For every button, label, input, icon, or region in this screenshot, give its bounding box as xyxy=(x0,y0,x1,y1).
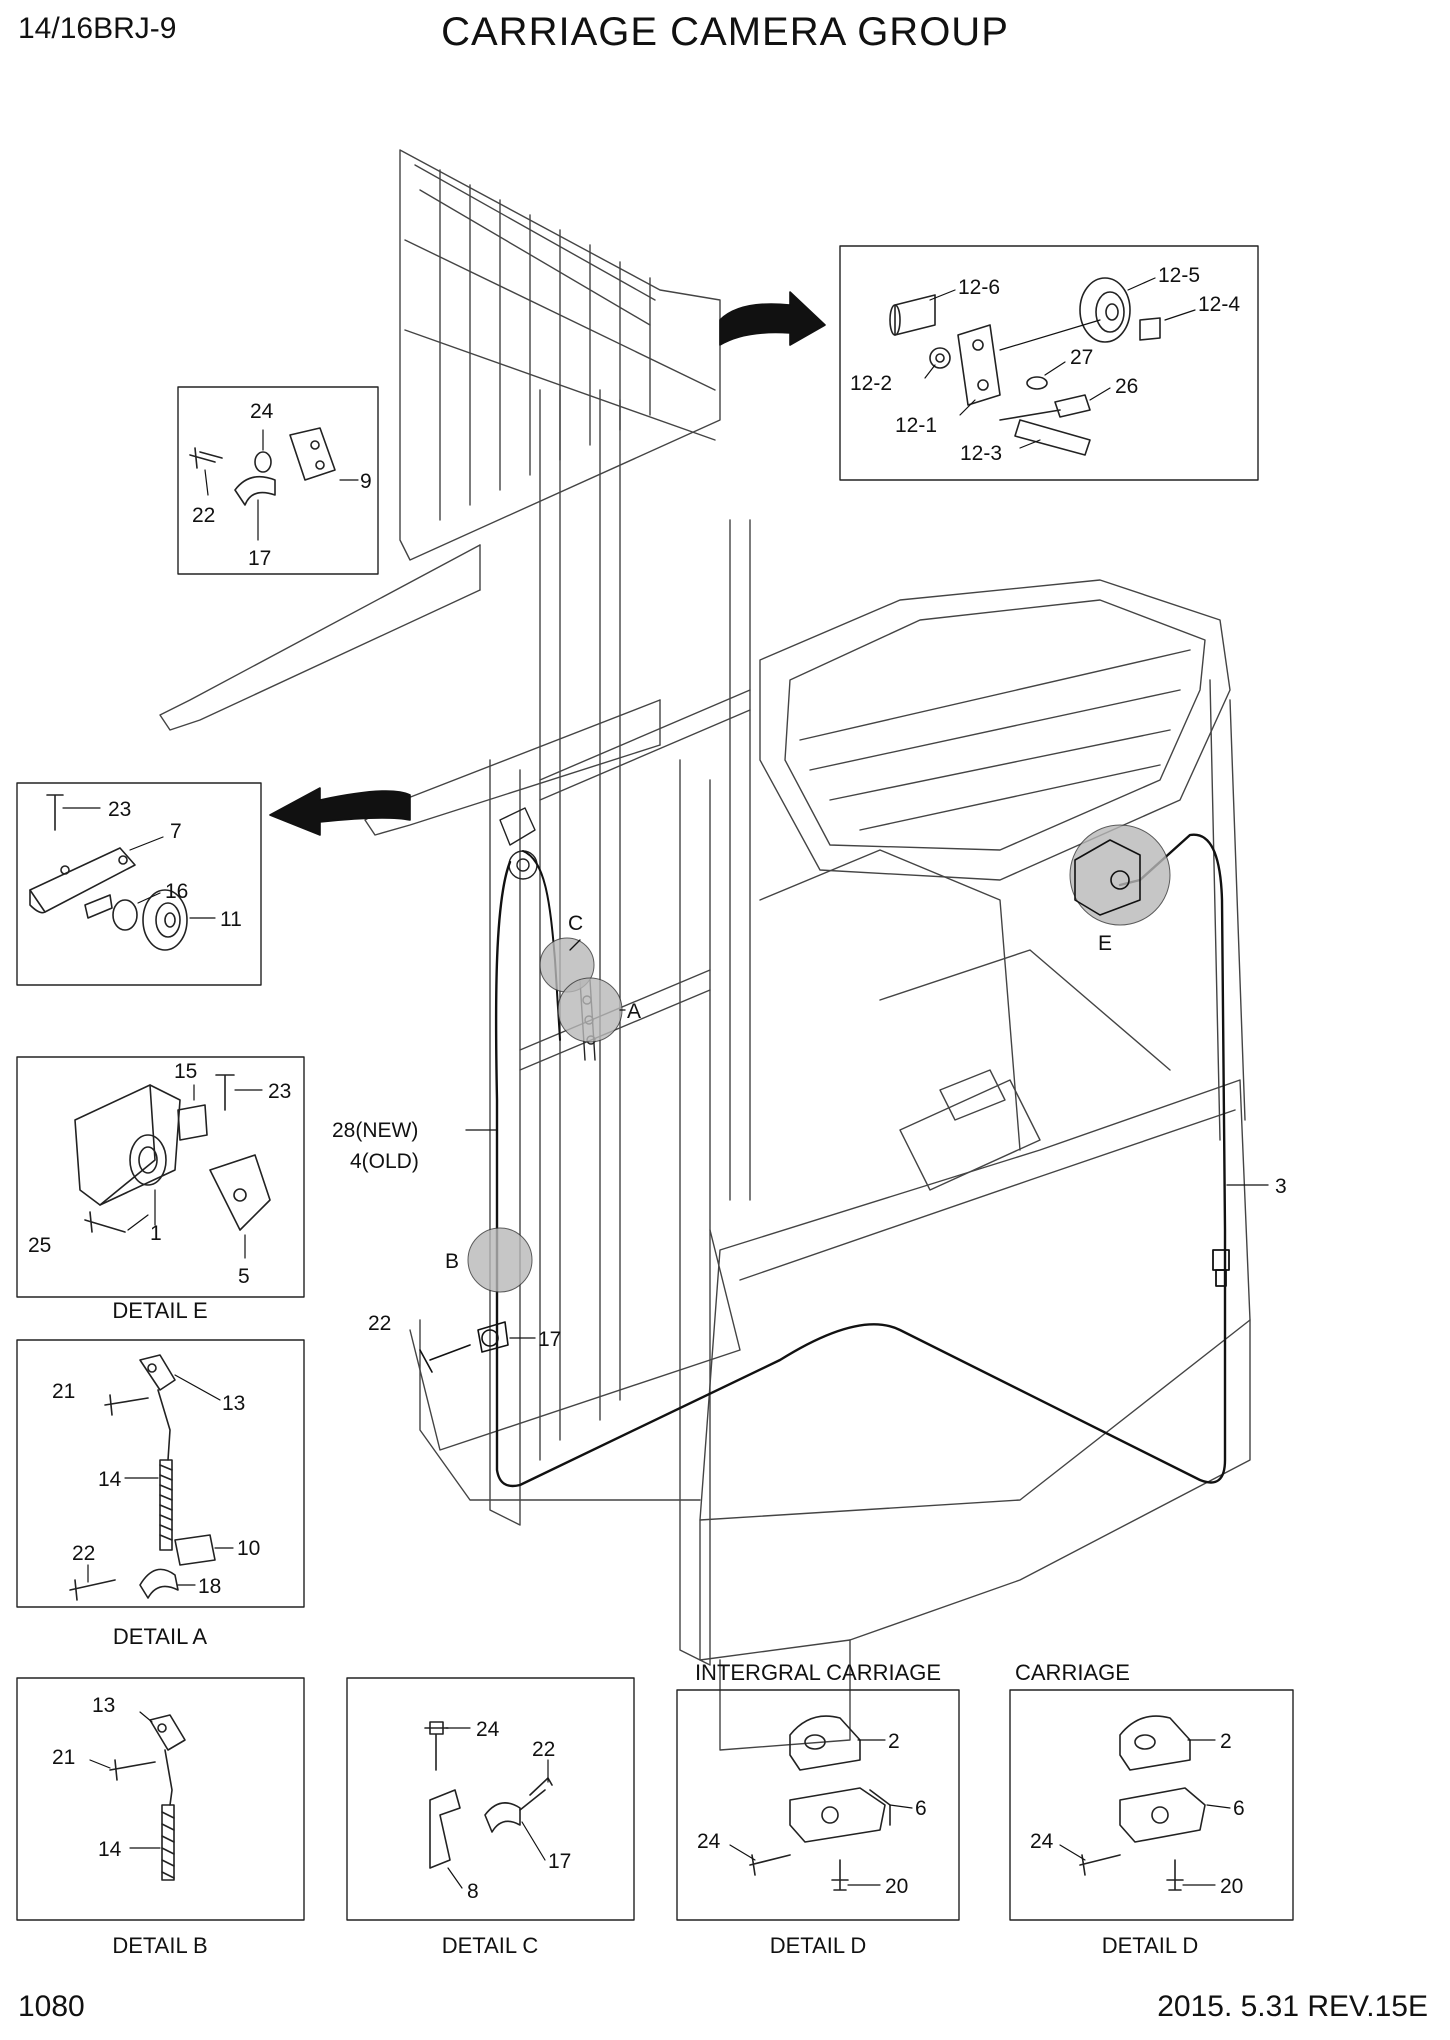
callout-5: 5 xyxy=(238,1265,250,1288)
callout-21: 21 xyxy=(52,1380,75,1403)
caption-detail-c: DETAIL C xyxy=(442,1933,539,1958)
heading-carriage: CARRIAGE xyxy=(1015,1660,1130,1685)
callout-a: A xyxy=(627,1000,641,1023)
callout-24: 24 xyxy=(476,1718,500,1741)
camera-on-guard xyxy=(1074,839,1141,916)
callout-14: 14 xyxy=(98,1468,122,1491)
model-number: 14/16BRJ-9 xyxy=(18,12,177,45)
cable-clamp xyxy=(419,1321,509,1373)
callout-b: B xyxy=(445,1250,459,1273)
detail-d-integral: INTERGRAL CARRIAGE 2 6 24 20 DETAIL D xyxy=(676,1660,960,1958)
callout-9: 9 xyxy=(360,470,372,493)
callout-2: 2 xyxy=(888,1730,900,1753)
detail-pulley-bracket: 12-6 12-5 12-4 12-2 27 26 12-1 12-3 xyxy=(839,245,1259,481)
callout-27: 27 xyxy=(1070,346,1093,369)
detail-markers xyxy=(467,824,1171,1293)
cable-connector xyxy=(1212,1249,1230,1287)
callout-22: 22 xyxy=(72,1542,95,1565)
callout-12-3: 12-3 xyxy=(960,442,1002,465)
detail-camera-mount-top: 24 9 22 17 xyxy=(177,386,379,575)
callout-21: 21 xyxy=(52,1746,75,1769)
overhead-guard xyxy=(759,579,1246,1141)
detail-a: 21 13 14 10 22 18 DETAIL A xyxy=(16,1339,305,1649)
callout-23: 23 xyxy=(108,798,131,821)
caption-detail-a: DETAIL A xyxy=(113,1624,207,1649)
detail-b: 13 21 14 DETAIL B xyxy=(16,1677,305,1958)
callout-22: 22 xyxy=(532,1738,555,1761)
callout-cable-new: 28(NEW) xyxy=(332,1119,418,1142)
revision-date: 2015. 5.31 REV.15E xyxy=(1157,1990,1428,2023)
callout-20: 20 xyxy=(1220,1875,1243,1898)
callout-14: 14 xyxy=(98,1838,122,1861)
callout-20: 20 xyxy=(885,1875,908,1898)
callout-12-1: 12-1 xyxy=(895,414,937,437)
callout-13: 13 xyxy=(92,1694,115,1717)
callout-1: 1 xyxy=(150,1222,162,1245)
marker-a xyxy=(557,977,623,1043)
callout-11: 11 xyxy=(220,908,242,931)
camera-cable xyxy=(494,833,1227,1488)
mast xyxy=(409,389,751,1666)
callout-18: 18 xyxy=(198,1575,221,1598)
heading-integral-carriage: INTERGRAL CARRIAGE xyxy=(695,1660,941,1685)
callout-24: 24 xyxy=(1030,1830,1054,1853)
callout-25: 25 xyxy=(28,1234,51,1257)
caption-detail-b: DETAIL B xyxy=(112,1933,207,1958)
callout-c: C xyxy=(568,912,583,935)
caption-detail-d-carriage: DETAIL D xyxy=(1102,1933,1199,1958)
callout-7: 7 xyxy=(170,820,182,843)
callout-16: 16 xyxy=(165,880,188,903)
detail-arrows xyxy=(269,291,826,836)
callout-17: 17 xyxy=(538,1328,561,1351)
callout-10: 10 xyxy=(237,1537,260,1560)
callout-3: 3 xyxy=(1275,1175,1287,1198)
marker-e xyxy=(1069,824,1171,926)
callout-22: 22 xyxy=(192,504,215,527)
callout-23: 23 xyxy=(268,1080,291,1103)
callout-12-5: 12-5 xyxy=(1158,264,1200,287)
marker-b xyxy=(467,1227,533,1293)
detail-e: 15 23 25 1 5 DETAIL E xyxy=(16,1056,305,1323)
callout-12-6: 12-6 xyxy=(958,276,1000,299)
callout-17: 17 xyxy=(548,1850,571,1873)
callout-24: 24 xyxy=(250,400,274,423)
callout-12-4: 12-4 xyxy=(1198,293,1240,316)
callout-2: 2 xyxy=(1220,1730,1232,1753)
callout-cable-old: 4(OLD) xyxy=(350,1150,419,1173)
callout-22: 22 xyxy=(368,1312,391,1335)
main-callouts: C A B E 28(NEW) 4(OLD) 3 22 17 xyxy=(332,912,1287,1351)
callout-15: 15 xyxy=(174,1060,197,1083)
forks xyxy=(159,544,661,836)
console xyxy=(899,1069,1041,1191)
callout-24: 24 xyxy=(697,1830,721,1853)
callout-e: E xyxy=(1098,932,1112,955)
caption-detail-d-integral: DETAIL D xyxy=(770,1933,867,1958)
cable-pulley xyxy=(499,807,538,880)
callout-8: 8 xyxy=(467,1880,479,1903)
detail-c: 24 22 17 8 DETAIL C xyxy=(346,1677,635,1958)
detail-cable-pulley: 23 7 16 11 xyxy=(16,782,262,986)
callout-13: 13 xyxy=(222,1392,245,1415)
main-assembly xyxy=(159,149,1251,1751)
chassis xyxy=(419,849,1251,1751)
callout-17: 17 xyxy=(248,547,271,570)
callout-26: 26 xyxy=(1115,375,1138,398)
caption-detail-e: DETAIL E xyxy=(112,1298,207,1323)
page-title: CARRIAGE CAMERA GROUP xyxy=(441,10,1009,54)
page-number: 1080 xyxy=(18,1990,85,2023)
callout-12-2: 12-2 xyxy=(850,372,892,395)
detail-d-carriage: CARRIAGE 2 6 24 20 DETAIL D xyxy=(1009,1660,1294,1958)
callout-6: 6 xyxy=(1233,1797,1245,1820)
callout-6: 6 xyxy=(915,1797,927,1820)
